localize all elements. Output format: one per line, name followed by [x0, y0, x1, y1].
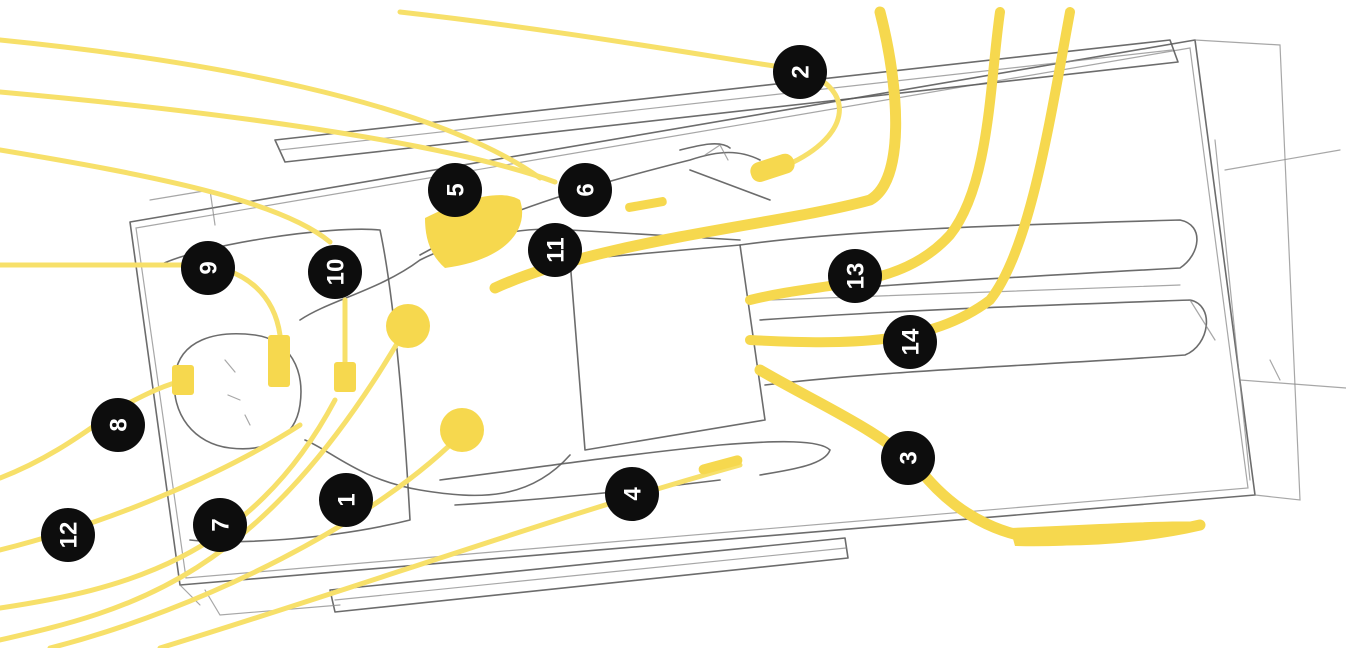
sensors: [172, 153, 795, 475]
marker-7-label: 7: [208, 518, 235, 531]
cable-6-a: [0, 37, 543, 181]
marker-4-label: 4: [620, 487, 647, 501]
cable-13: [745, 7, 1005, 305]
arm-cuff-sensor: [750, 153, 795, 182]
marker-4: 4: [605, 467, 659, 521]
marker-5-label: 5: [443, 183, 470, 196]
head-sensor-10: [334, 362, 356, 392]
cables: [0, 6, 1206, 648]
cable-10: [0, 147, 333, 245]
head-sensor-9: [268, 335, 290, 387]
cable-1-b: [47, 427, 468, 648]
cable-14: [745, 7, 1075, 348]
cable-4: [157, 462, 743, 648]
marker-8: 8: [91, 398, 145, 452]
marker-3: 3: [881, 431, 935, 485]
marker-6-label: 6: [573, 183, 600, 196]
cable-3-end: [1010, 521, 1205, 547]
marker-14: 14: [883, 315, 937, 369]
cable-11: [489, 6, 902, 294]
wrist-probe-sensor: [698, 455, 743, 475]
marker-1: 1: [319, 473, 373, 527]
marker-2: 2: [773, 45, 827, 99]
marker-3-label: 3: [896, 451, 923, 464]
cable-6-b: [0, 89, 558, 185]
marker-9: 9: [181, 241, 235, 295]
markers: 1 2 3 4 5 6 7 8: [41, 45, 937, 562]
head-sensor-8: [172, 365, 194, 395]
ecg-electrode-upper: [386, 304, 430, 348]
marker-9-label: 9: [196, 261, 223, 274]
marker-12: 12: [41, 508, 95, 562]
marker-11: 11: [528, 223, 582, 277]
arm-probe-sensor: [625, 197, 667, 212]
marker-10-label: 10: [323, 259, 350, 286]
cable-2: [397, 9, 842, 171]
marker-13-label: 13: [843, 263, 870, 290]
marker-6: 6: [558, 163, 612, 217]
cable-7: [0, 397, 338, 611]
marker-11-label: 11: [543, 237, 570, 262]
marker-12-label: 12: [56, 522, 83, 549]
marker-10: 10: [308, 245, 362, 299]
marker-14-label: 14: [898, 328, 925, 355]
marker-13: 13: [828, 249, 882, 303]
marker-5: 5: [428, 163, 482, 217]
ecg-electrode-lower: [440, 408, 484, 452]
marker-1-label: 1: [334, 493, 361, 506]
cable-1-a: [0, 327, 408, 643]
marker-7: 7: [193, 498, 247, 552]
marker-8-label: 8: [106, 418, 133, 431]
patient-sketch: [173, 142, 1216, 506]
marker-2-label: 2: [788, 65, 815, 78]
